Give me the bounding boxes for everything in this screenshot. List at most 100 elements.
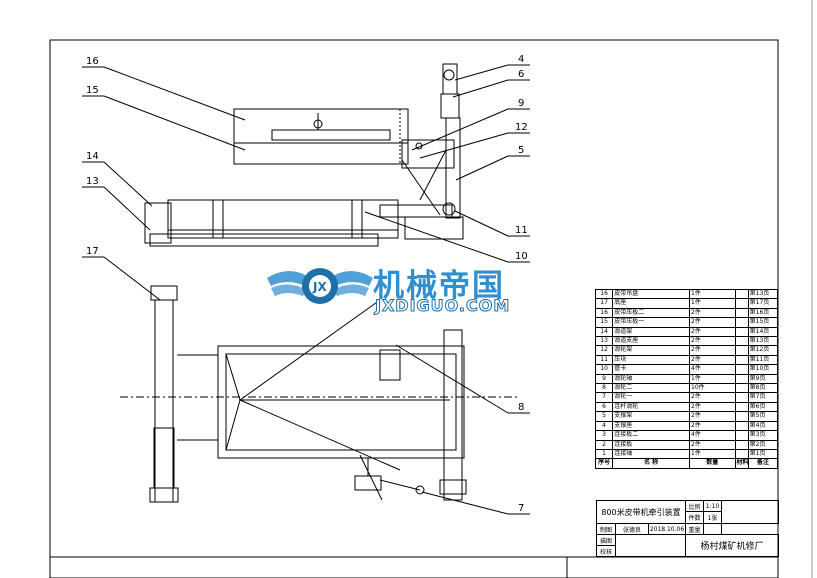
callout-9: 9 bbox=[518, 98, 524, 109]
table-cell: 压块 bbox=[612, 354, 691, 366]
table-cell: 连杆滑轮 bbox=[612, 401, 691, 413]
table-cell: 连接轴 bbox=[612, 448, 691, 460]
table-cell bbox=[734, 420, 749, 432]
table-cell: 2件 bbox=[689, 307, 736, 319]
table-cell bbox=[734, 383, 749, 394]
table-cell: 10 bbox=[594, 364, 614, 375]
title-block-blank bbox=[721, 500, 779, 524]
table-header-cell: 备注 bbox=[747, 458, 779, 469]
table-cell: 2件 bbox=[689, 411, 736, 422]
table-cell: 底座 bbox=[612, 298, 691, 309]
callout-6: 6 bbox=[518, 69, 524, 80]
table-cell: 滑轮架 bbox=[612, 345, 691, 356]
table-cell: 第4页 bbox=[747, 420, 779, 432]
table-cell bbox=[734, 373, 749, 385]
table-cell: 皮带压板二 bbox=[612, 307, 691, 319]
callout-12: 12 bbox=[515, 122, 528, 133]
table-cell: 1件 bbox=[689, 373, 736, 385]
table-cell bbox=[734, 401, 749, 413]
table-cell: 第6页 bbox=[747, 401, 779, 413]
table-cell: 第16页 bbox=[747, 307, 779, 319]
callout-10: 10 bbox=[515, 251, 528, 262]
table-cell: 第15页 bbox=[747, 317, 779, 328]
watermark-chinese: 机械帝国 bbox=[373, 268, 505, 304]
drawing-title: 800米皮带机牵引装置 bbox=[596, 500, 686, 524]
table-cell bbox=[734, 439, 749, 450]
table-cell: 第8页 bbox=[747, 383, 779, 394]
table-cell: 2件 bbox=[689, 392, 736, 403]
callout-16: 16 bbox=[86, 56, 99, 67]
pulley-rail-assembly bbox=[144, 63, 464, 247]
table-cell: 1件 bbox=[689, 288, 736, 300]
callout-17: 17 bbox=[86, 246, 99, 257]
table-cell: 17 bbox=[594, 298, 614, 309]
table-cell: 14 bbox=[594, 326, 614, 338]
table-header-cell: 名 称 bbox=[612, 458, 691, 469]
base-frame-assembly bbox=[120, 285, 520, 503]
table-cell: 第3页 bbox=[747, 430, 779, 441]
table-cell: 2件 bbox=[689, 439, 736, 450]
table-cell bbox=[734, 298, 749, 309]
table-cell: 第10页 bbox=[747, 364, 779, 375]
callout-5: 5 bbox=[518, 145, 524, 156]
table-cell bbox=[734, 345, 749, 356]
table-header-cell: 材料 bbox=[734, 458, 749, 469]
table-cell: 滑轮二 bbox=[612, 383, 691, 394]
table-cell: 13 bbox=[594, 336, 614, 347]
table-cell bbox=[734, 307, 749, 319]
table-cell: 2件 bbox=[689, 345, 736, 356]
table-cell bbox=[734, 354, 749, 366]
table-cell: 第1页 bbox=[747, 448, 779, 460]
table-cell: 1件 bbox=[689, 448, 736, 460]
table-header-cell: 数量 bbox=[689, 458, 736, 469]
title-block: 800米皮带机牵引装置 比例 1:10 件数 1张 制图 张德良 2018.10… bbox=[596, 500, 779, 557]
checked-label: 校核 bbox=[596, 545, 616, 557]
table-cell: 第7页 bbox=[747, 392, 779, 403]
signature-area bbox=[615, 534, 686, 557]
table-cell: 第11页 bbox=[747, 354, 779, 366]
table-header-row: 序号名 称数量材料备注 bbox=[594, 458, 779, 469]
callout-numbers: 16 15 14 13 17 4 6 9 12 5 11 10 8 7 bbox=[86, 54, 528, 514]
table-cell: 5 bbox=[594, 411, 614, 422]
svg-text:JX: JX bbox=[312, 280, 327, 294]
callout-8: 8 bbox=[518, 402, 524, 413]
table-cell bbox=[734, 430, 749, 441]
table-cell: 第9页 bbox=[747, 373, 779, 385]
table-cell: 3 bbox=[594, 430, 614, 441]
table-cell bbox=[734, 448, 749, 460]
table-cell: 1件 bbox=[689, 298, 736, 309]
table-cell: 支撑架 bbox=[612, 411, 691, 422]
company-name: 杨村煤矿机修厂 bbox=[685, 534, 779, 557]
table-cell: 第12页 bbox=[747, 345, 779, 356]
table-cell bbox=[734, 392, 749, 403]
table-cell: 15 bbox=[594, 317, 614, 328]
table-cell: 第13页 bbox=[747, 336, 779, 347]
table-cell: 16 bbox=[594, 288, 614, 300]
callout-7: 7 bbox=[518, 503, 524, 514]
table-cell: 第14页 bbox=[747, 326, 779, 338]
callout-4: 4 bbox=[518, 54, 524, 65]
table-cell: 2件 bbox=[689, 317, 736, 328]
table-cell bbox=[734, 326, 749, 338]
table-cell: 2件 bbox=[689, 401, 736, 413]
table-cell: 连接板二 bbox=[612, 430, 691, 441]
table-cell: 4 bbox=[594, 420, 614, 432]
table-cell: 2件 bbox=[689, 354, 736, 366]
table-cell: 第5页 bbox=[747, 411, 779, 422]
table-cell: 10件 bbox=[689, 383, 736, 394]
table-cell: 滑道支座 bbox=[612, 336, 691, 347]
table-cell: 连接板 bbox=[612, 439, 691, 450]
